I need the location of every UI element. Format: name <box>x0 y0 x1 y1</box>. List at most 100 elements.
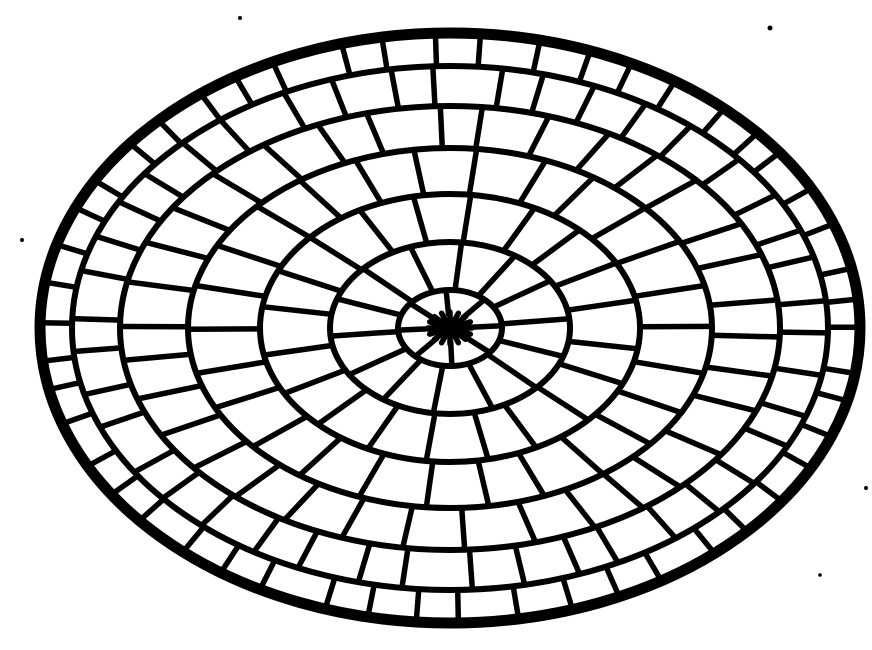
cell-divider <box>804 224 834 236</box>
cell-divider <box>756 230 801 245</box>
cell-divider <box>440 106 442 148</box>
cell-divider <box>130 144 155 165</box>
cell-divider <box>496 69 503 109</box>
cell-divider <box>559 364 623 384</box>
cell-divider <box>565 490 595 528</box>
cell-divider <box>606 567 619 597</box>
cell-divider <box>824 368 856 373</box>
cell-divider <box>383 360 421 400</box>
cell-divider <box>561 437 603 474</box>
cell-divider <box>95 181 123 198</box>
cell-divider <box>618 391 682 413</box>
cell-divider <box>515 546 524 585</box>
cell-divider <box>702 159 739 185</box>
cell-divider <box>494 281 551 307</box>
cell-divider <box>413 197 427 244</box>
cell-divider <box>367 113 384 154</box>
cell-divider <box>183 527 204 552</box>
cell-divider <box>235 465 279 497</box>
cell-divider <box>665 431 721 455</box>
cell-divider <box>816 393 847 401</box>
cell-divider <box>74 348 122 352</box>
cell-divider <box>478 256 515 296</box>
cell-divider <box>474 412 488 459</box>
cell-divider <box>499 341 563 357</box>
cell-divider <box>801 425 831 437</box>
cell-divider <box>426 413 435 461</box>
cell-divider <box>734 195 775 215</box>
cell-divider <box>342 498 364 538</box>
cell-divider <box>202 495 234 525</box>
cell-divider <box>681 224 741 244</box>
cell-divider <box>633 457 681 487</box>
cell-divider <box>300 438 341 476</box>
cell-divider <box>532 230 580 265</box>
cell-divider <box>356 160 382 203</box>
cell-divider <box>264 145 302 180</box>
cell-divider <box>647 506 676 538</box>
cell-divider <box>712 335 780 337</box>
cell-divider <box>778 301 826 305</box>
cell-divider <box>646 180 697 208</box>
cell-divider <box>342 44 351 76</box>
cell-divider <box>469 149 476 195</box>
cell-divider <box>257 206 310 237</box>
cell-divider <box>183 143 217 171</box>
cell-divider <box>254 518 279 552</box>
cell-divider <box>62 413 92 424</box>
cell-divider <box>754 153 780 173</box>
cell-divider <box>745 428 788 446</box>
cell-divider <box>194 442 247 469</box>
cell-divider <box>462 508 465 550</box>
cell-divider <box>761 403 806 417</box>
cell-divider <box>579 51 590 82</box>
cell-divider <box>235 77 252 105</box>
cell-divider <box>710 300 777 305</box>
cell-divider <box>595 414 650 444</box>
cell-divider <box>163 472 199 498</box>
cell-divider <box>502 319 570 324</box>
cell-divider <box>201 94 221 120</box>
cell-divider <box>458 590 459 623</box>
cell-divider <box>402 548 408 588</box>
cell-divider <box>278 271 341 292</box>
cell-divider <box>331 332 399 337</box>
cell-divider <box>76 208 105 222</box>
cell-divider <box>137 386 202 399</box>
cell-divider <box>273 62 287 92</box>
cell-divider <box>360 210 393 252</box>
cell-divider <box>435 33 436 66</box>
cell-divider <box>253 416 307 446</box>
cell-divider <box>826 299 858 302</box>
cell-divider <box>146 242 209 258</box>
cell-divider <box>300 181 341 219</box>
cell-divider <box>451 342 452 366</box>
cell-divider <box>349 349 406 375</box>
cell-divider <box>220 120 249 152</box>
cell-divider <box>478 34 480 67</box>
cell-divider <box>555 263 616 286</box>
cell-divider <box>410 304 434 320</box>
cell-divider <box>112 476 138 495</box>
cell-divider <box>414 150 424 196</box>
cell-divider <box>603 474 643 508</box>
cell-divider <box>145 174 184 198</box>
speck <box>20 238 24 242</box>
cell-divider <box>325 578 335 609</box>
cell-divider <box>469 364 493 409</box>
cell-divider <box>518 453 544 496</box>
cell-divider <box>463 195 471 243</box>
cell-divider <box>694 528 715 553</box>
cell-divider <box>724 509 747 532</box>
cell-divider <box>260 560 275 589</box>
cell-divider <box>615 155 658 188</box>
cell-divider <box>310 237 362 269</box>
cell-divider <box>569 341 638 348</box>
cell-divider <box>410 247 433 292</box>
cell-divider <box>84 384 130 394</box>
cell-divider <box>195 286 265 297</box>
cell-divider <box>81 271 128 280</box>
cell-divider <box>72 319 120 321</box>
cell-divider <box>197 362 267 374</box>
cell-divider <box>455 242 462 290</box>
